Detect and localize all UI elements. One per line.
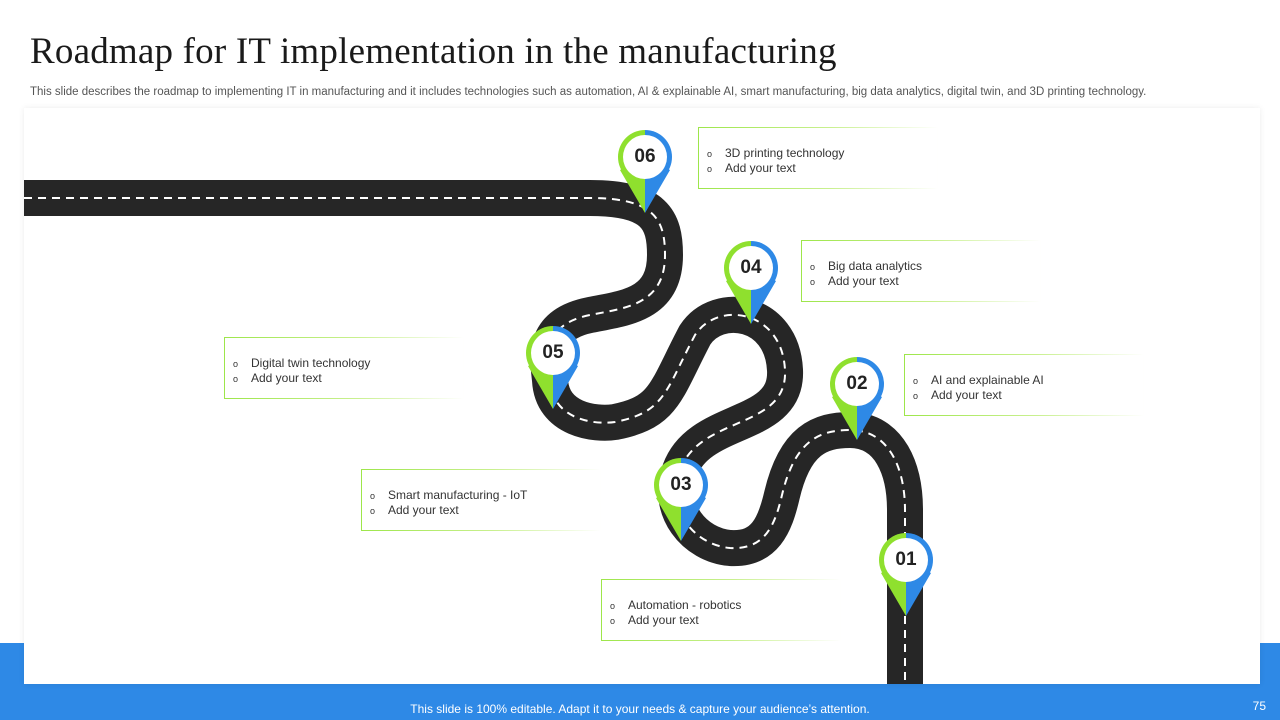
road-center-dashes xyxy=(24,197,906,684)
page-subtitle: This slide describes the roadmap to impl… xyxy=(30,86,1147,98)
bullet-icon: o xyxy=(707,149,713,159)
bullet-icon: o xyxy=(810,262,816,272)
pin-marker-06 xyxy=(618,130,672,213)
bullet-icon: o xyxy=(610,601,616,611)
milestone-number-05: 05 xyxy=(542,342,564,363)
bullet-icon: o xyxy=(370,506,376,516)
bullet-icon: o xyxy=(233,374,239,384)
bullet-icon: o xyxy=(610,616,616,626)
pin-marker-01 xyxy=(879,533,933,616)
bullet-icon: o xyxy=(913,376,919,386)
milestone-number-03: 03 xyxy=(670,474,692,495)
milestone-number-02: 02 xyxy=(846,373,868,394)
page-number: 75 xyxy=(1252,699,1266,713)
bullet-icon: o xyxy=(233,359,239,369)
bullet-icon: o xyxy=(913,391,919,401)
milestone-number-01: 01 xyxy=(895,549,917,570)
page-title: Roadmap for IT implementation in the man… xyxy=(30,31,837,72)
pin-marker-05 xyxy=(526,326,580,409)
bullet-icon: o xyxy=(370,491,376,501)
pin-marker-04 xyxy=(724,241,778,324)
pin-marker-02 xyxy=(830,357,884,440)
milestone-number-04: 04 xyxy=(740,257,762,278)
pin-marker-03 xyxy=(654,458,708,541)
bullet-icon: o xyxy=(810,277,816,287)
footer-note: This slide is 100% editable. Adapt it to… xyxy=(410,702,870,716)
bullet-icon: o xyxy=(707,164,713,174)
milestone-number-06: 06 xyxy=(634,146,656,167)
